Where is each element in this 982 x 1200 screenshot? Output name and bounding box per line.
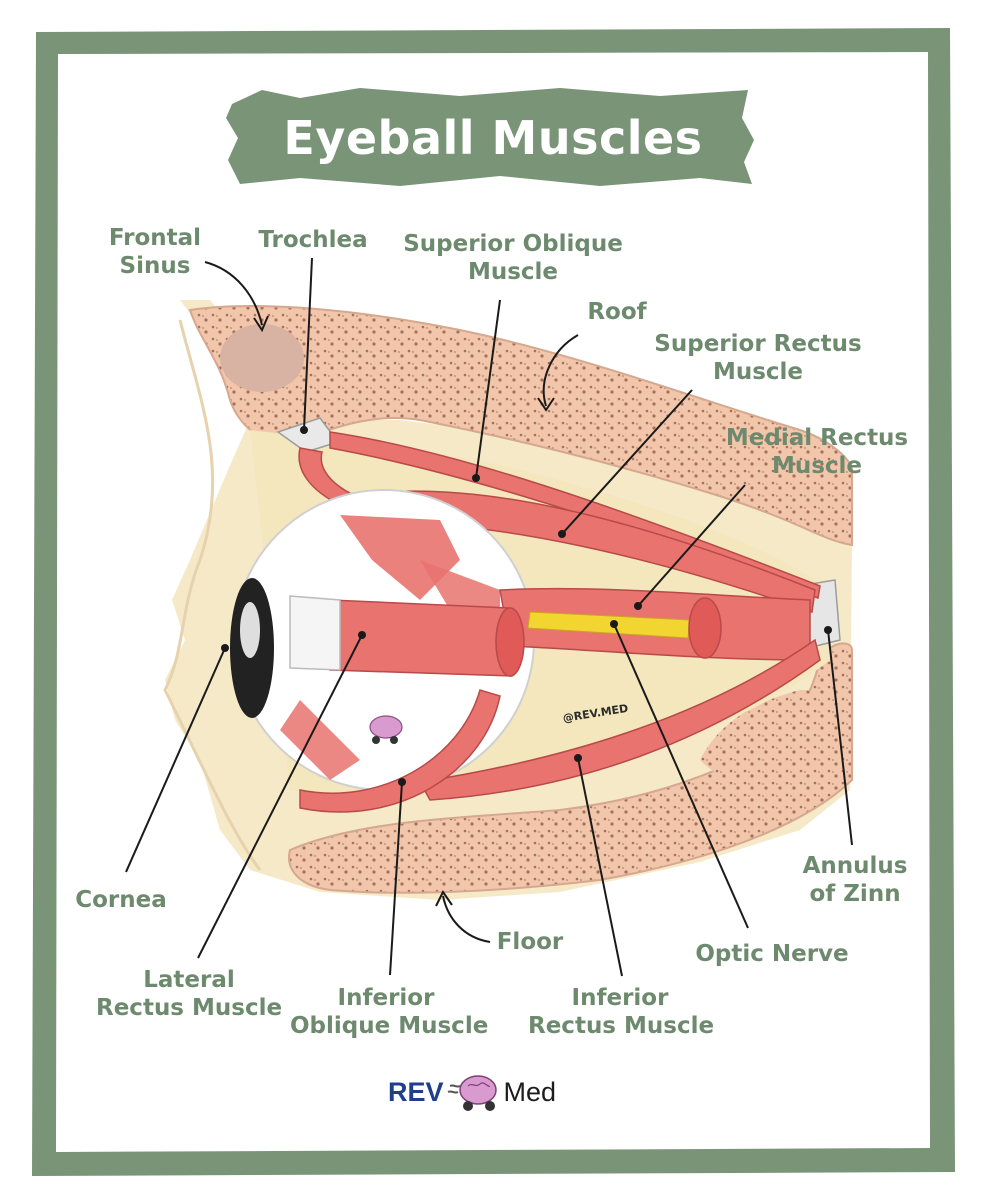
label-line: Rectus Muscle [528, 1013, 715, 1039]
label-line: Sinus [119, 253, 191, 279]
inferior-oblique-leader [389, 781, 403, 976]
label-frontal-sinus: Frontal Sinus [96, 224, 214, 280]
annulus-leader [827, 629, 853, 846]
label-line: Muscle [467, 259, 559, 285]
frontal-sinus-cavity [220, 324, 304, 392]
label-line: Annulus [802, 853, 908, 879]
label-line: Superior Rectus [654, 331, 862, 357]
label-superior-rectus: Superior Rectus Muscle [652, 330, 864, 386]
label-line: Trochlea [258, 227, 368, 253]
label-superior-oblique: Superior Oblique Muscle [402, 230, 624, 286]
label-inferior-rectus: Inferior Rectus Muscle [528, 984, 715, 1040]
brain-mascot-icon [369, 715, 403, 744]
revmed-logo: REV Med [388, 1068, 598, 1116]
label-optic-nerve: Optic Nerve [686, 940, 858, 968]
lateral-rectus-cut-end [495, 607, 525, 677]
medial-rectus-muscle [499, 587, 811, 661]
annulus-of-zinn-ring [804, 579, 841, 649]
lateral-rectus-muscle [329, 599, 513, 677]
label-line: Inferior [337, 985, 435, 1011]
label-line: Muscle [771, 453, 863, 479]
label-line: Floor [496, 929, 564, 955]
label-line: Cornea [75, 887, 167, 913]
label-line: Lateral [143, 967, 235, 993]
superior-rectus-muscle [328, 490, 816, 614]
page-title: Eyeball Muscles [283, 111, 703, 165]
lateral-rectus-tendon [289, 595, 341, 671]
label-line: Roof [587, 299, 647, 325]
medial-rectus-cut-end [688, 597, 722, 659]
label-line: Muscle [712, 359, 804, 385]
floor-arrow [442, 895, 491, 943]
label-cornea: Cornea [68, 886, 174, 914]
label-line: Optic Nerve [695, 941, 849, 967]
optic-nerve-leader [613, 623, 749, 929]
inferior-rectus-muscle [418, 638, 821, 801]
superior-oblique-leader [475, 299, 501, 479]
logo-text-rev: REV [388, 1076, 444, 1107]
superior-oblique-tendon [298, 447, 363, 506]
eyeball [233, 489, 535, 791]
leader-dots [221, 426, 832, 786]
medial-rectus-leader [637, 484, 746, 607]
label-line: Superior Oblique [403, 231, 623, 257]
label-line: Medial Rectus [725, 425, 909, 451]
label-annulus-of-zinn: Annulus of Zinn [800, 852, 910, 908]
label-line: of Zinn [809, 881, 901, 907]
label-trochlea: Trochlea [246, 226, 380, 254]
label-floor: Floor [492, 928, 568, 956]
cornea-leader [125, 647, 226, 873]
label-inferior-oblique: Inferior Oblique Muscle [290, 984, 489, 1040]
brain-car-icon [447, 1075, 497, 1111]
lateral-rectus-leader [197, 634, 363, 959]
label-roof: Roof [580, 298, 654, 326]
superior-rectus-leader [561, 389, 693, 535]
logo-text-med: Med [503, 1076, 557, 1107]
label-line: Inferior [571, 985, 669, 1011]
label-lateral-rectus: Lateral Rectus Muscle [96, 966, 282, 1022]
cornea-shape [230, 578, 274, 718]
label-medial-rectus: Medial Rectus Muscle [722, 424, 912, 480]
orbit-cavity [250, 430, 830, 794]
label-line: Rectus Muscle [96, 995, 283, 1021]
roof-arrow [542, 334, 579, 407]
label-line: Frontal [108, 225, 202, 251]
trochlea-pulley [276, 417, 340, 453]
orbital-floor [288, 642, 853, 894]
title-banner-container: Eyeball Muscles [238, 92, 748, 184]
watermark: @REV.MED [561, 701, 630, 725]
trochlea-leader [303, 257, 313, 431]
optic-nerve-strip [527, 611, 691, 639]
label-line: Oblique Muscle [290, 1013, 489, 1039]
inferior-oblique-muscle [299, 689, 501, 813]
face-region [163, 300, 852, 900]
inferior-rectus-leader [577, 757, 623, 977]
